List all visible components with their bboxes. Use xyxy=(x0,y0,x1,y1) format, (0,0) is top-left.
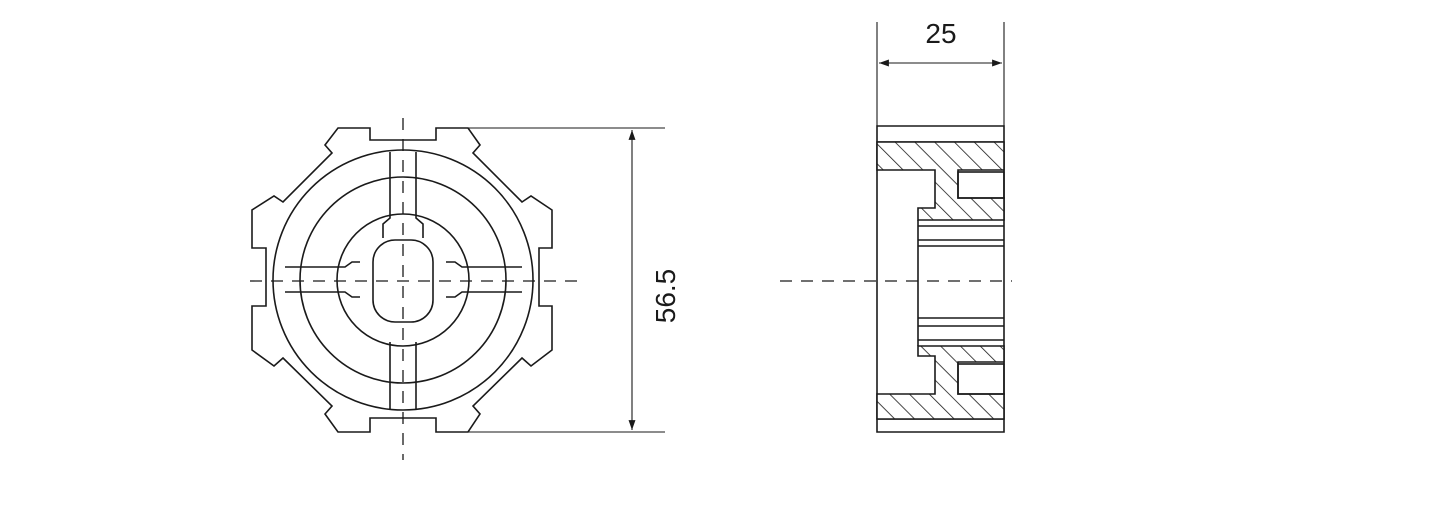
section-view-hatch-top xyxy=(876,141,1005,221)
height-dimension: 56.5 xyxy=(468,127,681,433)
section-view-pocket-bottom xyxy=(957,363,1005,395)
section-view-pocket-top xyxy=(957,171,1005,199)
width-dimension-label: 25 xyxy=(925,18,956,49)
front-view-mid-ring xyxy=(299,176,507,384)
section-view-outline xyxy=(876,125,1005,433)
front-view-spoke-horizontal xyxy=(285,261,522,298)
width-dimension: 25 xyxy=(876,18,1005,126)
front-view-spoke-vertical xyxy=(382,152,424,410)
front-view-center-hole xyxy=(372,239,434,323)
section-view-bore xyxy=(917,220,1004,346)
front-view-outline xyxy=(251,127,553,433)
section-view xyxy=(780,125,1012,433)
height-dimension-label: 56.5 xyxy=(650,269,681,324)
section-view-hatch-bottom xyxy=(876,345,1005,420)
front-view xyxy=(250,118,578,460)
